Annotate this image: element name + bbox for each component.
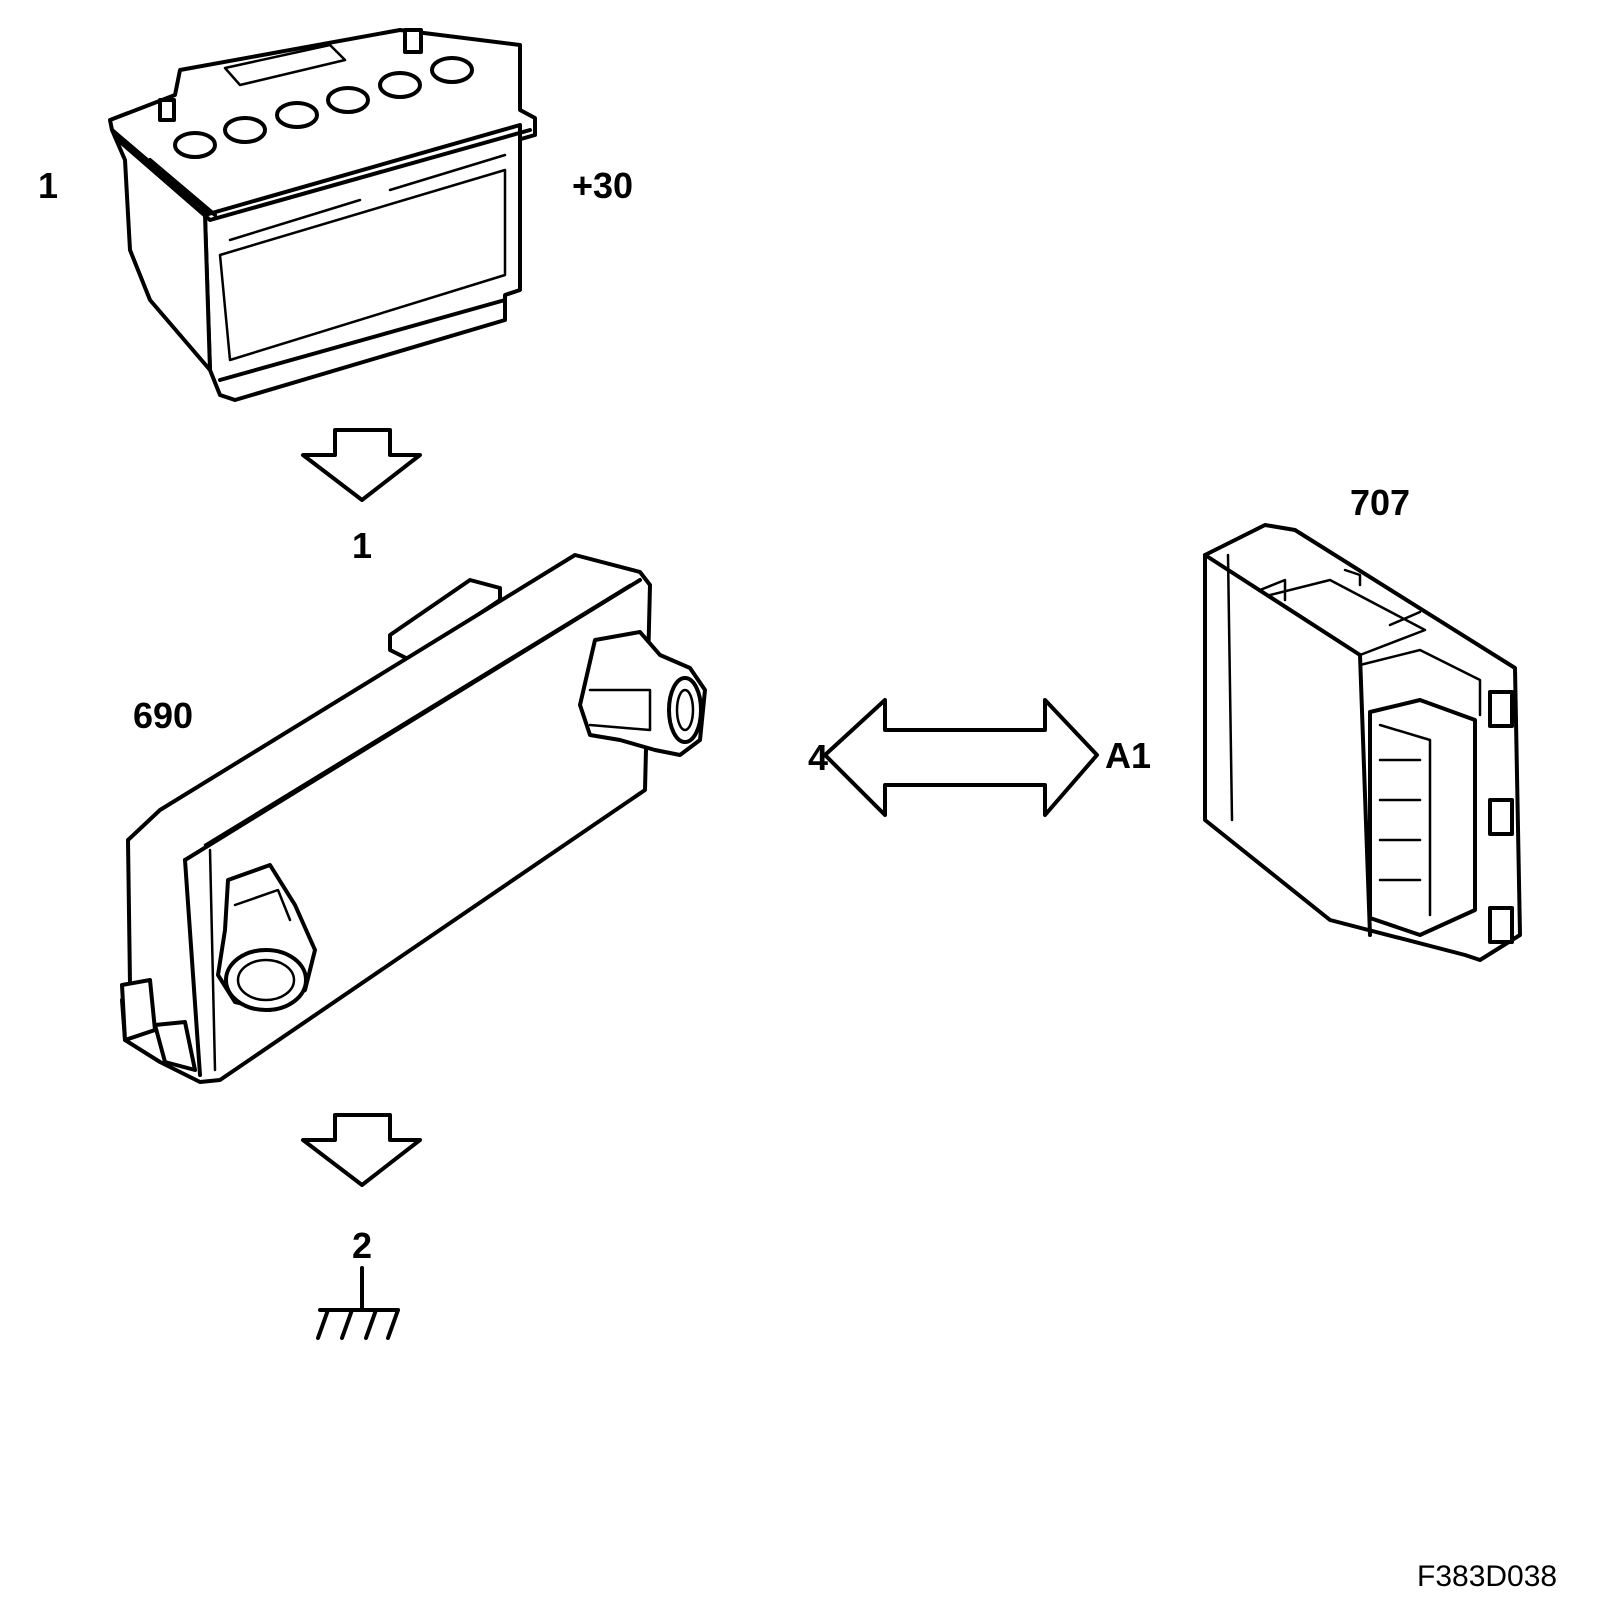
link-right-label: A1 [1105,735,1152,776]
module-690-label: 690 [133,695,194,736]
link-left-label: 4 [808,737,829,778]
double-arrow-icon [823,698,1099,817]
battery-terminal-label: +30 [572,165,634,206]
arrow-down-icon [301,428,422,502]
module-707-label: 707 [1350,482,1411,523]
arrow-down-icon [301,1113,422,1187]
battery-icon [108,28,537,402]
ground-pin-label: 2 [352,1225,373,1266]
feed-pin-label: 1 [352,525,373,566]
ground-symbol-icon [316,1266,400,1340]
figure-code: F383D038 [1417,1560,1558,1593]
control-unit-icon [1203,523,1522,962]
control-module-icon [120,553,707,1084]
battery-pin-label: 1 [38,165,59,206]
